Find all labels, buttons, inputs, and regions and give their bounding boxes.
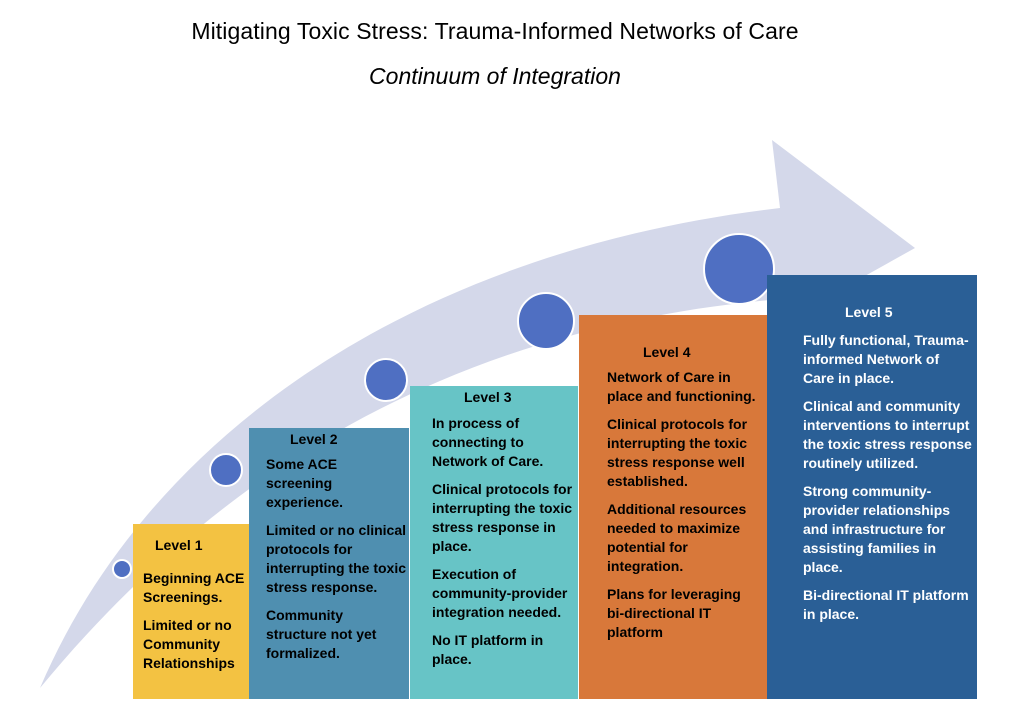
progress-dot-4 — [517, 292, 575, 350]
level-5-item: Bi-directional IT platform in place. — [803, 587, 969, 622]
level-3-title: Level 3 — [464, 389, 512, 405]
level-3-item: Clinical protocols for interrupting the … — [432, 481, 573, 554]
level-1-item: Limited or no Community Relationships — [143, 617, 235, 671]
curved-arrow — [40, 140, 915, 688]
level-3-item: No IT platform in place. — [432, 632, 544, 667]
level-3-item: In process of connecting to Network of C… — [432, 415, 544, 469]
level-5-title: Level 5 — [845, 304, 893, 320]
level-4-item: Clinical protocols for interrupting the … — [607, 416, 748, 489]
level-2-item: Limited or no clinical protocols for int… — [266, 522, 407, 595]
level-1-box: Level 1 Beginning ACE Screenings. Limite… — [133, 524, 249, 699]
level-3-box: Level 3 In process of connecting to Netw… — [410, 386, 578, 699]
diagram-subtitle: Continuum of Integration — [369, 63, 621, 89]
level-2-item: Community structure not yet formalized. — [266, 607, 377, 661]
level-2-title: Level 2 — [290, 431, 338, 447]
level-2-box: Level 2 Some ACE screening experience. L… — [249, 428, 409, 699]
level-1-title: Level 1 — [155, 537, 203, 553]
diagram-title: Mitigating Toxic Stress: Trauma-Informed… — [191, 18, 799, 44]
level-5-item: Strong community-provider relationships … — [803, 483, 951, 575]
level-2-item: Some ACE screening experience. — [266, 456, 344, 510]
level-4-item: Network of Care in place and functioning… — [607, 369, 756, 404]
progress-dot-5 — [703, 233, 775, 305]
level-4-item: Plans for leveraging bi-directional IT p… — [607, 586, 741, 640]
progress-dot-3 — [364, 358, 408, 402]
progress-dot-2 — [209, 453, 243, 487]
progress-dot-1 — [112, 559, 132, 579]
level-1-item: Beginning ACE Screenings. — [143, 570, 245, 605]
level-5-item: Clinical and community interventions to … — [803, 398, 972, 471]
level-4-box: Level 4 Network of Care in place and fun… — [579, 315, 767, 699]
level-5-item: Fully functional, Trauma-informed Networ… — [803, 332, 969, 386]
level-4-title: Level 4 — [643, 344, 691, 360]
level-5-box: Level 5 Fully functional, Trauma-informe… — [767, 275, 977, 699]
level-4-item: Additional resources needed to maximize … — [607, 501, 747, 574]
level-3-item: Execution of community-provider integrat… — [432, 566, 568, 620]
